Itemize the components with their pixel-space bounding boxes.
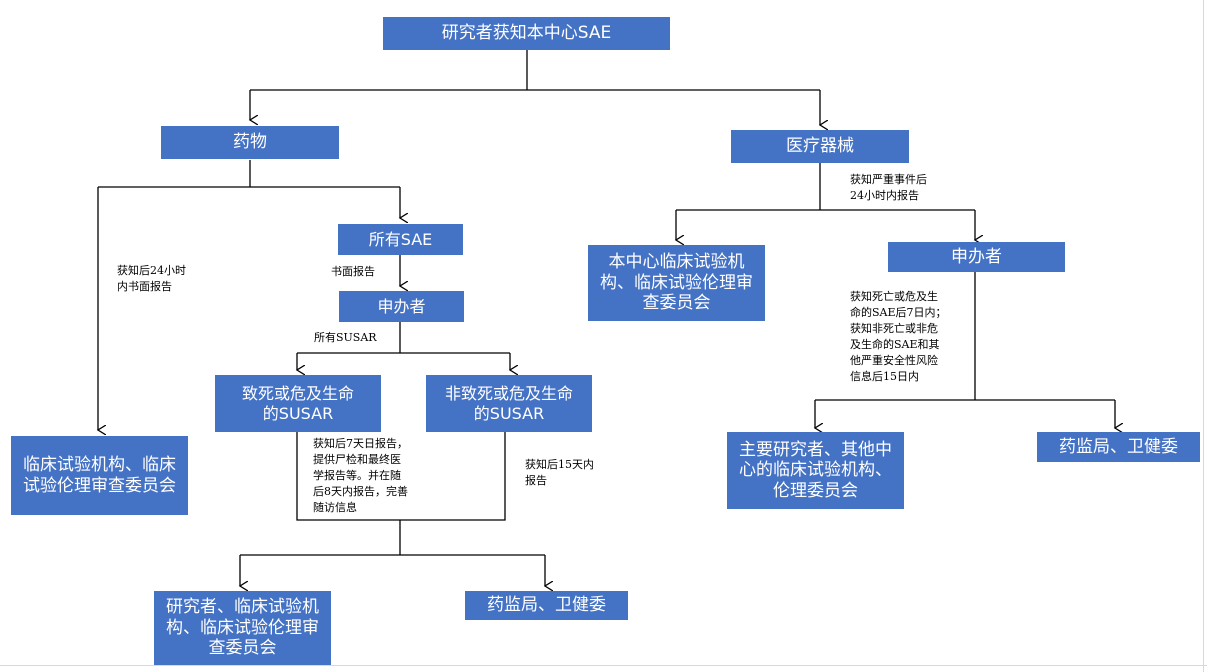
note-fatal-7d: 获知后7天日报告， 提供尸检和最终医 学报告等。并在随 后8天内报告，完善 随访… <box>313 437 408 514</box>
note-device-7d-15d: 获知死亡或危及生 命的SAE后7日内； 获知非死亡或非危 及生命的SAE和其 他… <box>850 290 947 383</box>
root-box: 研究者获知本中心SAE <box>383 17 670 50</box>
note-all-susar: 所有SUSAR <box>314 331 377 344</box>
nonfatal-susar-box: 非致死或危及生命的SUSAR <box>426 375 592 432</box>
connector-merge-split <box>240 520 545 556</box>
sponsor-device-box: 申办者 <box>888 242 1065 272</box>
all-sae-box: 所有SAE <box>338 224 463 255</box>
connector-device-split <box>676 163 975 211</box>
connector-susar-merge <box>296 432 506 521</box>
sponsor-drug-box: 申办者 <box>339 291 464 322</box>
note-device-24h: 获知严重事件后 24小时内报告 <box>850 173 927 202</box>
connector-sponsor-split <box>297 322 510 354</box>
bottom-border-line <box>0 665 1207 666</box>
device-investigators-box: 主要研究者、其他中心的临床试验机构、伦理委员会 <box>727 432 904 509</box>
right-border-line <box>1203 0 1204 672</box>
device-box: 医疗器械 <box>731 130 909 163</box>
drug-bottom-right-box: 药监局、卫健委 <box>465 591 628 620</box>
note-written-report: 书面报告 <box>331 265 375 278</box>
connector-drug-split <box>98 160 400 188</box>
fatal-susar-box: 致死或危及生命的SUSAR <box>215 375 381 432</box>
drug-box: 药物 <box>161 126 339 159</box>
note-nonfatal-15d: 获知后15天内 报告 <box>525 458 594 487</box>
connector-device-sponsor-split <box>815 272 1115 401</box>
drug-bottom-left-box: 研究者、临床试验机构、临床试验伦理审查委员会 <box>154 591 331 665</box>
device-regulators-box: 药监局、卫健委 <box>1037 432 1200 462</box>
note-drug-24h: 获知后24小时 内书面报告 <box>117 264 186 293</box>
connector-root-split <box>250 50 820 91</box>
drug-left-ethics-box: 临床试验机构、临床试验伦理审查委员会 <box>11 436 188 515</box>
device-center-ethics-box: 本中心临床试验机构、临床试验伦理审查委员会 <box>588 245 765 321</box>
